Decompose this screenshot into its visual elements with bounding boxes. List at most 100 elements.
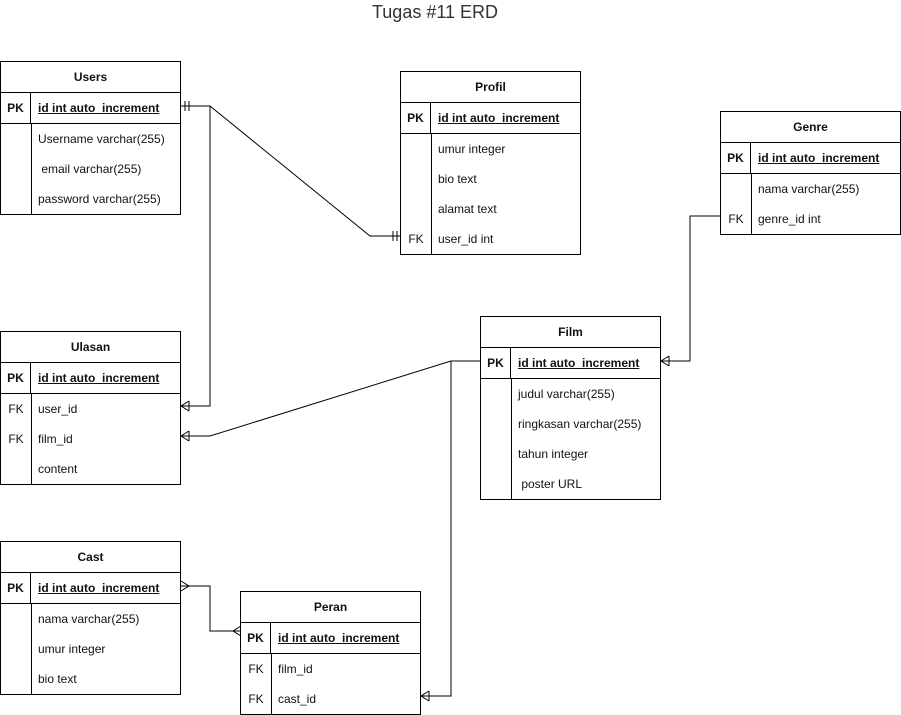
attribute-row[interactable]: poster URL [481,469,660,499]
key-divider [31,604,32,694]
pk-attribute: id int auto_increment [438,111,560,125]
link-users-ulasan [181,106,211,407]
attribute-row[interactable]: nama varchar(255) [721,174,900,204]
many-marker-cast [180,580,190,592]
pk-row[interactable]: PK id int auto_increment [401,103,580,134]
pk-row[interactable]: PK id int auto_increment [721,143,900,174]
pk-row[interactable]: PK id int auto_increment [1,573,180,604]
attribute-label: email varchar(255) [38,162,142,176]
pk-label: PK [1,363,31,393]
attribute-row[interactable]: FK genre_id int [721,204,900,234]
key-divider [431,134,432,254]
attribute-list: nama varchar(255) umur integer bio text [1,604,180,694]
key-divider [751,174,752,234]
entity-peran[interactable]: Peran PK id int auto_increment FK film_i… [240,591,421,715]
attribute-row[interactable]: nama varchar(255) [1,604,180,634]
link-film-peran [421,361,452,697]
attribute-row[interactable]: password varchar(255) [1,184,180,214]
attribute-row[interactable]: umur integer [1,634,180,664]
key-label [1,664,31,694]
pk-label: PK [1,93,31,123]
entity-title: Film [481,317,660,348]
attribute-list: judul varchar(255) ringkasan varchar(255… [481,379,660,499]
attribute-label: nama varchar(255) [758,182,860,196]
attribute-list: FK film_id FK cast_id [241,654,420,714]
key-divider [31,394,32,484]
link-genre-film [661,215,721,362]
attribute-label: genre_id int [758,212,821,226]
pk-label: PK [401,103,431,133]
attribute-row[interactable]: Username varchar(255) [1,124,180,154]
key-label [1,124,31,154]
attribute-label: user_id int [438,232,494,246]
pk-row[interactable]: PK id int auto_increment [1,93,180,124]
attribute-row[interactable]: bio text [1,664,180,694]
key-label [721,174,751,204]
pk-attribute: id int auto_increment [518,356,640,370]
many-marker-film-genre [660,355,670,367]
attribute-label: judul varchar(255) [518,387,615,401]
attribute-label: bio text [438,172,477,186]
attribute-row[interactable]: email varchar(255) [1,154,180,184]
pk-label: PK [721,143,751,173]
attribute-row[interactable]: umur integer [401,134,580,164]
key-label: FK [728,212,744,226]
link-users-profil [181,105,401,237]
key-label [1,634,31,664]
key-label: FK [408,232,424,246]
key-label [401,164,431,194]
pk-label: PK [241,623,271,653]
entity-film[interactable]: Film PK id int auto_increment judul varc… [480,316,661,500]
entity-users[interactable]: Users PK id int auto_increment Username … [0,61,181,215]
key-label [401,134,431,164]
key-label: FK [8,402,24,416]
entity-title: Genre [721,112,900,143]
attribute-label: umur integer [38,642,106,656]
attribute-row[interactable]: content [1,454,180,484]
attribute-row[interactable]: FK cast_id [241,684,420,714]
entity-cast[interactable]: Cast PK id int auto_increment nama varch… [0,541,181,695]
key-divider [271,654,272,714]
pk-row[interactable]: PK id int auto_increment [1,363,180,394]
attribute-row[interactable]: alamat text [401,194,580,224]
key-label [1,604,31,634]
one-marker-profil-users [392,231,398,241]
attribute-row[interactable]: ringkasan varchar(255) [481,409,660,439]
many-marker-peran-film [420,690,430,702]
attribute-label: film_id [278,662,313,676]
entity-genre[interactable]: Genre PK id int auto_increment nama varc… [720,111,901,235]
attribute-row[interactable]: tahun integer [481,439,660,469]
entity-title: Users [1,62,180,93]
entity-profil[interactable]: Profil PK id int auto_increment umur int… [400,71,581,255]
pk-row[interactable]: PK id int auto_increment [241,623,420,654]
entity-ulasan[interactable]: Ulasan PK id int auto_increment FK user_… [0,331,181,485]
entity-title: Cast [1,542,180,573]
attribute-label: tahun integer [518,447,589,461]
link-cast-peran [181,585,241,632]
pk-attribute: id int auto_increment [38,581,160,595]
attribute-row[interactable]: FK film_id [1,424,180,454]
pk-label: PK [1,573,31,603]
key-label [401,194,431,224]
attribute-row[interactable]: bio text [401,164,580,194]
link-film-ulasan [181,360,481,437]
entity-title: Ulasan [1,332,180,363]
many-marker-ulasan-user [180,400,190,412]
key-label [481,379,511,409]
key-label [1,154,31,184]
pk-row[interactable]: PK id int auto_increment [481,348,660,379]
key-divider [31,124,32,214]
pk-attribute: id int auto_increment [758,151,880,165]
attribute-row[interactable]: judul varchar(255) [481,379,660,409]
attribute-row[interactable]: FK user_id [1,394,180,424]
attribute-label: user_id [38,402,78,416]
attribute-list: nama varchar(255) FK genre_id int [721,174,900,234]
attribute-label: alamat text [438,202,497,216]
key-label [1,454,31,484]
attribute-row[interactable]: FK film_id [241,654,420,684]
attribute-label: content [38,462,78,476]
pk-attribute: id int auto_increment [278,631,400,645]
attribute-label: password varchar(255) [38,192,161,206]
attribute-row[interactable]: FK user_id int [401,224,580,254]
